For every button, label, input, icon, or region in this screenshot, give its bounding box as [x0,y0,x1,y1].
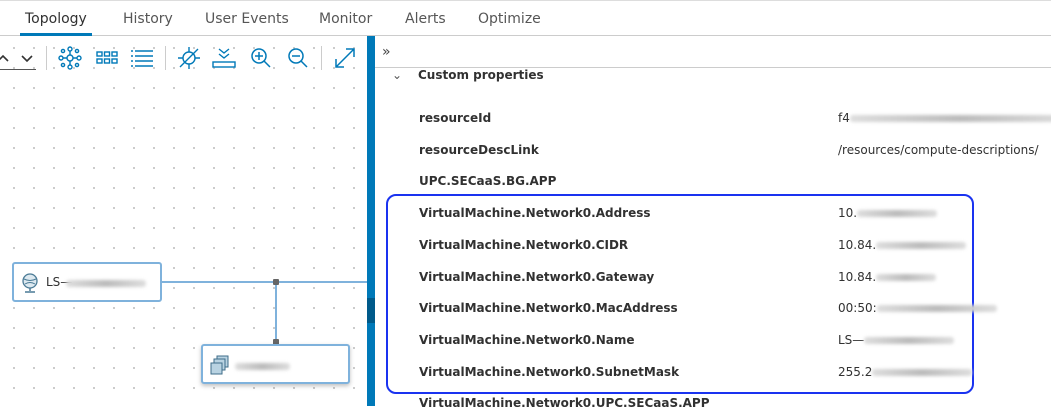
property-key: VirtualMachine.Network0.CIDR [419,237,629,252]
redacted-text [876,305,997,313]
redacted-text [872,368,973,376]
splitter-handle[interactable] [367,298,375,323]
toolbar-divider [46,46,47,70]
connection-point [273,279,279,285]
collapse-all-icon[interactable] [212,46,236,70]
redacted-text [857,210,938,218]
property-key: VirtualMachine.Network0.SubnetMask [419,364,680,379]
tab-monitor[interactable]: Monitor [319,11,373,27]
property-value-text: /resources/compute-descriptions/ [838,142,1039,157]
property-value-text: f4 [838,111,850,125]
custom-properties-header[interactable]: ⌄ Custom properties [392,68,544,82]
property-row: VirtualMachine.Network0.MacAddress 00:50: [419,301,1039,317]
redacted-text [864,336,955,344]
property-value: 10. [838,206,938,221]
property-value-text: 10. [838,206,858,221]
connection-line [275,282,277,342]
property-row: VirtualMachine.Network0.Gateway 10.84. [419,270,1039,286]
topology-icon[interactable] [58,46,82,70]
property-value-text: LS— [838,332,865,347]
tab-user-events[interactable]: User Events [205,11,289,27]
vm-group-icon [210,355,229,375]
property-key: resourceDescLink [419,142,539,157]
connection-line [161,281,367,283]
redacted-text [876,241,967,249]
topology-node-logical-switch[interactable]: LS— [12,262,162,302]
property-value: 255.2 [838,364,973,379]
expand-panel-icon[interactable]: » [382,44,391,60]
property-value: 10.84. [838,269,937,284]
grid-view-icon[interactable] [95,46,119,70]
node-label: LS— [46,275,73,289]
tab-bar: Topology History User Events Monitor Ale… [0,0,1051,36]
property-key: resourceId [419,111,492,125]
redacted-text [66,280,146,287]
tab-optimize[interactable]: Optimize [478,11,541,27]
highlight-box [386,194,974,394]
property-row: VirtualMachine.Network0.Name LS— [419,333,1039,349]
topology-canvas[interactable]: LS— [0,36,367,406]
zoom-in-icon[interactable] [249,46,273,70]
property-value-text: 10.84. [838,269,877,284]
property-key: VirtualMachine.Network0.Name [419,332,635,347]
property-row: VirtualMachine.Network0.CIDR 10.84. [419,238,1039,254]
list-view-icon[interactable] [130,46,154,70]
property-row: UPC.SECaaS.BG.APP [419,174,1039,190]
fit-to-screen-icon[interactable] [333,46,357,70]
chevron-down-icon[interactable] [17,46,41,70]
toolbar-divider [321,46,322,70]
property-row: resourceDescLink/resources/compute-descr… [419,143,1039,159]
property-key: VirtualMachine.Network0.Gateway [419,269,655,284]
redacted-text [876,273,937,281]
chevron-up-icon[interactable] [0,46,18,70]
tab-history[interactable]: History [123,11,173,27]
property-value: /resources/compute-descriptions/ [838,143,1039,157]
navigation-control [0,44,36,70]
property-value-text: 10.84. [838,237,877,252]
property-value: f4 [838,111,1051,125]
property-row: VirtualMachine.Network0.Address 10. [419,206,1039,222]
hide-icon[interactable] [177,46,201,70]
property-value: LS— [838,332,955,347]
property-key: UPC.SECaaS.BG.APP [419,174,557,189]
property-row: VirtualMachine.Network0.UPC.SECaaS.APP [419,396,1039,412]
connection-point [273,339,279,345]
property-key: VirtualMachine.Network0.Address [419,206,651,221]
property-key: VirtualMachine.Network0.MacAddress [419,301,678,316]
tab-alerts[interactable]: Alerts [405,11,446,27]
property-value: 10.84. [838,237,967,252]
property-key: VirtualMachine.Network0.UPC.SECaaS.APP [419,396,710,411]
property-row: resourceId f4 [419,111,1051,127]
toolbar-divider [165,46,166,70]
property-value: 00:50: [838,301,997,315]
zoom-out-icon[interactable] [286,46,310,70]
redacted-text [235,363,290,370]
logical-switch-icon [22,273,38,293]
topology-node-vm[interactable] [201,344,350,384]
panel-splitter[interactable] [367,36,375,406]
property-value-text: 00:50: [838,301,877,316]
tab-topology[interactable]: Topology [20,11,92,36]
property-row: VirtualMachine.Network0.SubnetMask 255.2 [419,365,1039,381]
panel-header: » [375,36,1051,68]
section-title: Custom properties [418,68,544,82]
chevron-down-icon: ⌄ [392,68,403,82]
redacted-text [849,115,1051,122]
property-value-text: 255.2 [838,364,873,379]
